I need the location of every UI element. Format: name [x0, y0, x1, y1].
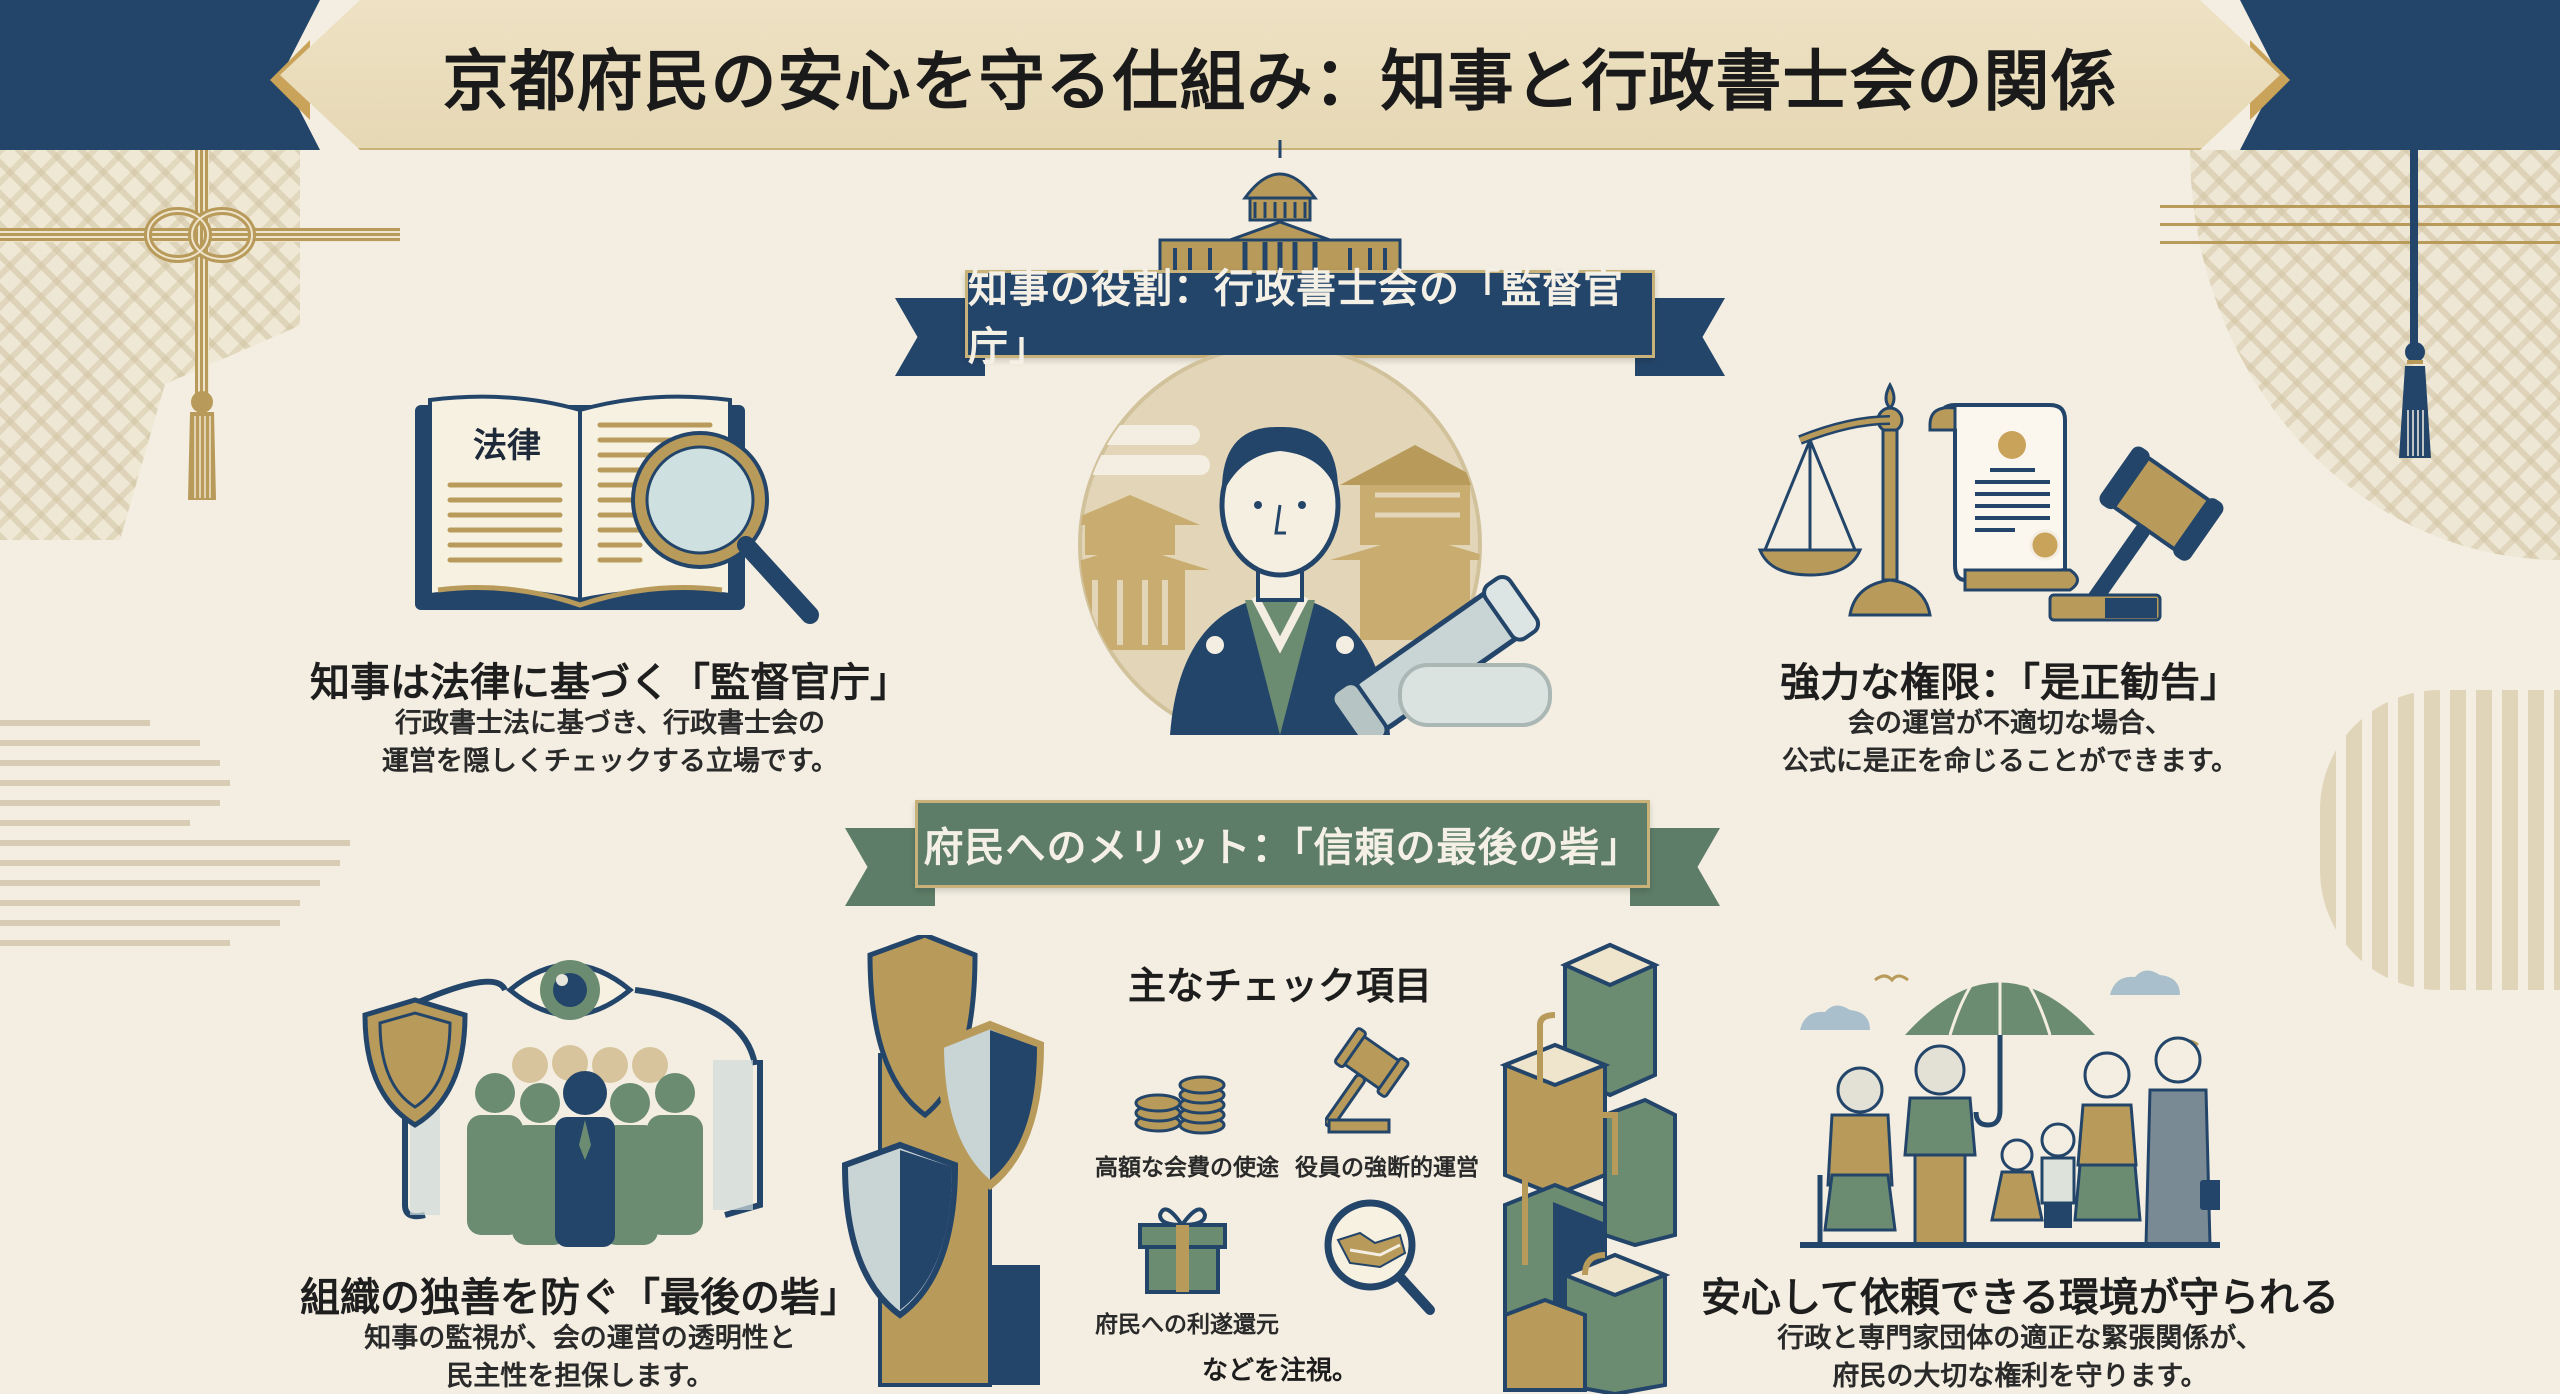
right-bottom-description: 行政と専門家団体の適正な緊張関係が、 府民の大切な権利を守ります。 [1777, 1323, 2263, 1392]
right-top-description: 会の運営が不適切な場合、 公式に是正を命じることができます。 [1781, 708, 2239, 777]
left-top-description: 行政書士法に基づき、行政書士会の 運営を隠しくチェックする立場です。 [381, 708, 839, 777]
right-bottom-title: 安心して依頼できる環境が守られる [1701, 1275, 2339, 1321]
gold-lines-right [2160, 205, 2560, 245]
seigaiha-wave-pattern [0, 700, 370, 960]
coins-icon [1130, 1075, 1230, 1135]
header-navy-panel-left [0, 0, 320, 150]
gold-cord-vertical [195, 150, 209, 400]
family-under-umbrella-illustration [1780, 950, 2220, 1250]
left-top-title: 知事は法律に基づく「監督官庁」 [310, 660, 910, 706]
gavel-icon [1325, 1025, 1445, 1135]
governor-role-ribbon: 知事の役割：行政書士会の「監督官庁」 [895, 266, 1725, 376]
check-item-label: 府民への利遂還元 [1095, 1312, 1279, 1338]
navy-tassel-icon [2395, 340, 2435, 460]
page-title: 京都府民の安心を守る仕組み：知事と行政書士会の関係 [442, 42, 2118, 120]
check-items-note: などを注視。 [1201, 1356, 1358, 1386]
left-bottom-description: 知事の監視が、会の運営の透明性と 民主性を担保します。 [364, 1323, 796, 1392]
eye-watching-organization-illustration [345, 945, 785, 1250]
scales-certificate-gavel-illustration [1750, 370, 2270, 630]
gold-tassel-icon [185, 390, 219, 500]
book-law-label: 法律 [473, 426, 541, 466]
sayagata-pattern-left [0, 150, 300, 540]
gift-icon [1135, 1200, 1230, 1295]
merit-ribbon-label: 府民へのメリット：「信頼の最後の砦」 [915, 800, 1650, 888]
right-top-title: 強力な権限：「是正勧告」 [1780, 660, 2240, 706]
left-bottom-title: 組織の独善を防ぐ「最後の砦」 [300, 1275, 860, 1321]
merit-ribbon: 府民へのメリット：「信頼の最後の砦」 [845, 800, 1720, 906]
governor-role-ribbon-label: 知事の役割：行政書士会の「監督官庁」 [965, 266, 1655, 370]
navy-cord [2410, 150, 2418, 360]
law-book-magnifier-illustration [410, 385, 830, 630]
header-navy-panel-right [2240, 0, 2560, 150]
shields-and-blocks-illustration [840, 935, 1060, 1394]
yagasuri-arrow-pattern [2320, 690, 2560, 990]
governor-illustration [1040, 355, 1560, 735]
connected-cubes-illustration [1495, 935, 1695, 1394]
mizuhiki-knot-icon [140, 205, 260, 265]
check-item-label: 役員の強断的運営 [1295, 1155, 1479, 1181]
check-item-label: 高額な会費の使途 [1095, 1155, 1279, 1181]
check-items-title: 主なチェック項目 [1127, 964, 1432, 1008]
handshake-magnifier-icon [1320, 1195, 1440, 1320]
